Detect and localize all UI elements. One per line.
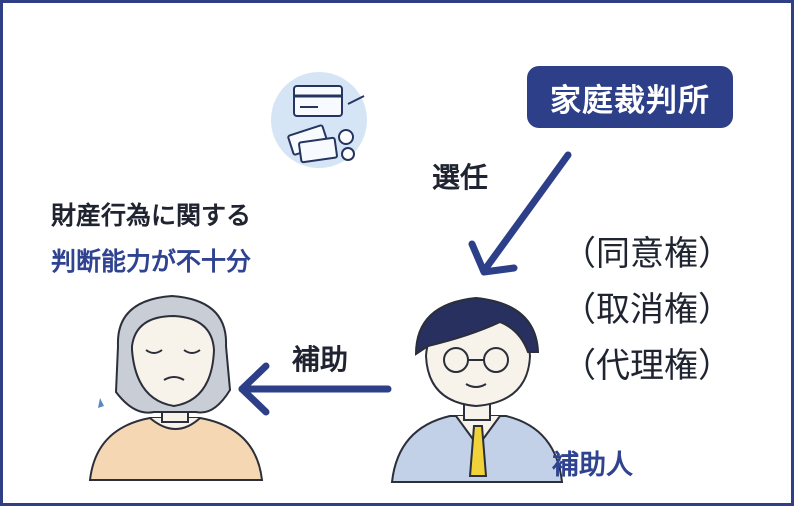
elderly-woman-icon <box>88 294 264 481</box>
money-icon <box>271 72 367 168</box>
select-label: 選任 <box>432 161 489 194</box>
assistant-man-icon <box>390 296 564 483</box>
assist-arrow <box>238 362 392 416</box>
subject-line-1: 財産行為に関する <box>51 201 252 230</box>
right-cancel: （取消権） <box>562 290 732 330</box>
rights-list: （同意権） （取消権） （代理権） <box>562 226 732 394</box>
subject-line-2: 判断能力が不十分 <box>51 247 252 276</box>
select-arrow <box>468 151 572 276</box>
right-representation: （代理権） <box>562 346 732 386</box>
court-label: 家庭裁判所 <box>550 82 710 119</box>
assist-label: 補助 <box>292 343 349 376</box>
court-box: 家庭裁判所 <box>527 66 733 128</box>
helper-label: 補助人 <box>552 450 633 481</box>
right-consent: （同意権） <box>562 234 732 274</box>
